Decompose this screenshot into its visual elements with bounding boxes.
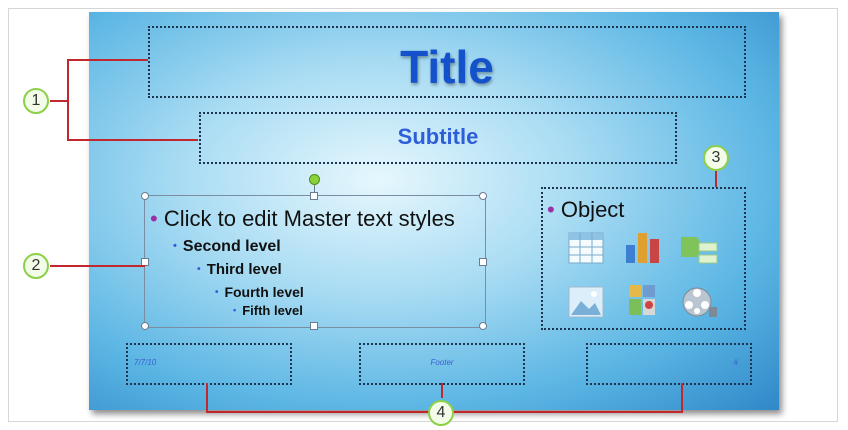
bullet-icon: •	[197, 263, 201, 275]
resize-handle-top[interactable]	[310, 192, 318, 200]
text-level-5-label: Fifth level	[242, 303, 303, 318]
text-level-4-label: Fourth level	[224, 284, 304, 300]
bullet-icon: •	[215, 287, 219, 298]
picture-icon[interactable]	[567, 283, 607, 321]
resize-handle-bottom-left[interactable]	[141, 322, 149, 330]
callout-1-bracket	[67, 59, 198, 141]
rotation-line	[314, 182, 315, 196]
subtitle-placeholder[interactable]: Subtitle	[199, 112, 677, 164]
date-text: 7/7/10	[134, 358, 157, 367]
text-level-3[interactable]: • Third level	[197, 261, 282, 278]
text-level-1-label: Click to edit Master text styles	[163, 206, 455, 231]
title-text: Title	[400, 41, 494, 93]
resize-handle-bottom[interactable]	[310, 322, 318, 330]
slide-number-placeholder[interactable]: #	[586, 343, 752, 385]
bullet-icon: •	[150, 206, 164, 231]
subtitle-text: Subtitle	[397, 124, 479, 149]
rotation-handle[interactable]	[309, 174, 320, 185]
clipart-icon[interactable]	[623, 281, 663, 319]
slide-number-text: #	[733, 358, 738, 367]
bullet-icon: •	[173, 240, 177, 252]
object-placeholder[interactable]: • Object	[541, 187, 746, 330]
slide-master: Title Subtitle • Click to edit Master te…	[89, 12, 779, 410]
object-label: • Object	[547, 197, 624, 223]
callout-3: 3	[703, 145, 729, 171]
media-icon[interactable]	[679, 283, 719, 321]
footer-text: Footer	[430, 358, 454, 367]
resize-handle-top-right[interactable]	[479, 192, 487, 200]
object-label-text: Object	[560, 197, 625, 222]
text-level-4[interactable]: • Fourth level	[215, 284, 304, 300]
resize-handle-right[interactable]	[479, 258, 487, 266]
resize-handle-top-left[interactable]	[141, 192, 149, 200]
text-level-1[interactable]: • Click to edit Master text styles	[150, 206, 455, 232]
date-placeholder[interactable]: 7/7/10	[126, 343, 292, 385]
bullet-icon: •	[547, 197, 561, 222]
callout-4: 4	[428, 400, 454, 426]
callout-2: 2	[23, 253, 49, 279]
text-level-3-label: Third level	[206, 261, 282, 278]
smartart-icon[interactable]	[679, 229, 719, 267]
table-icon[interactable]	[567, 229, 607, 267]
text-level-5[interactable]: • Fifth level	[233, 303, 303, 318]
text-level-2[interactable]: • Second level	[173, 238, 281, 256]
text-level-2-label: Second level	[182, 238, 281, 255]
body-text-placeholder[interactable]: • Click to edit Master text styles • Seco…	[141, 174, 487, 330]
title-placeholder[interactable]: Title	[148, 26, 746, 98]
callout-1: 1	[23, 88, 49, 114]
resize-handle-bottom-right[interactable]	[479, 322, 487, 330]
bullet-icon: •	[233, 305, 237, 315]
chart-icon[interactable]	[623, 227, 663, 265]
insert-object-icons	[567, 227, 723, 325]
